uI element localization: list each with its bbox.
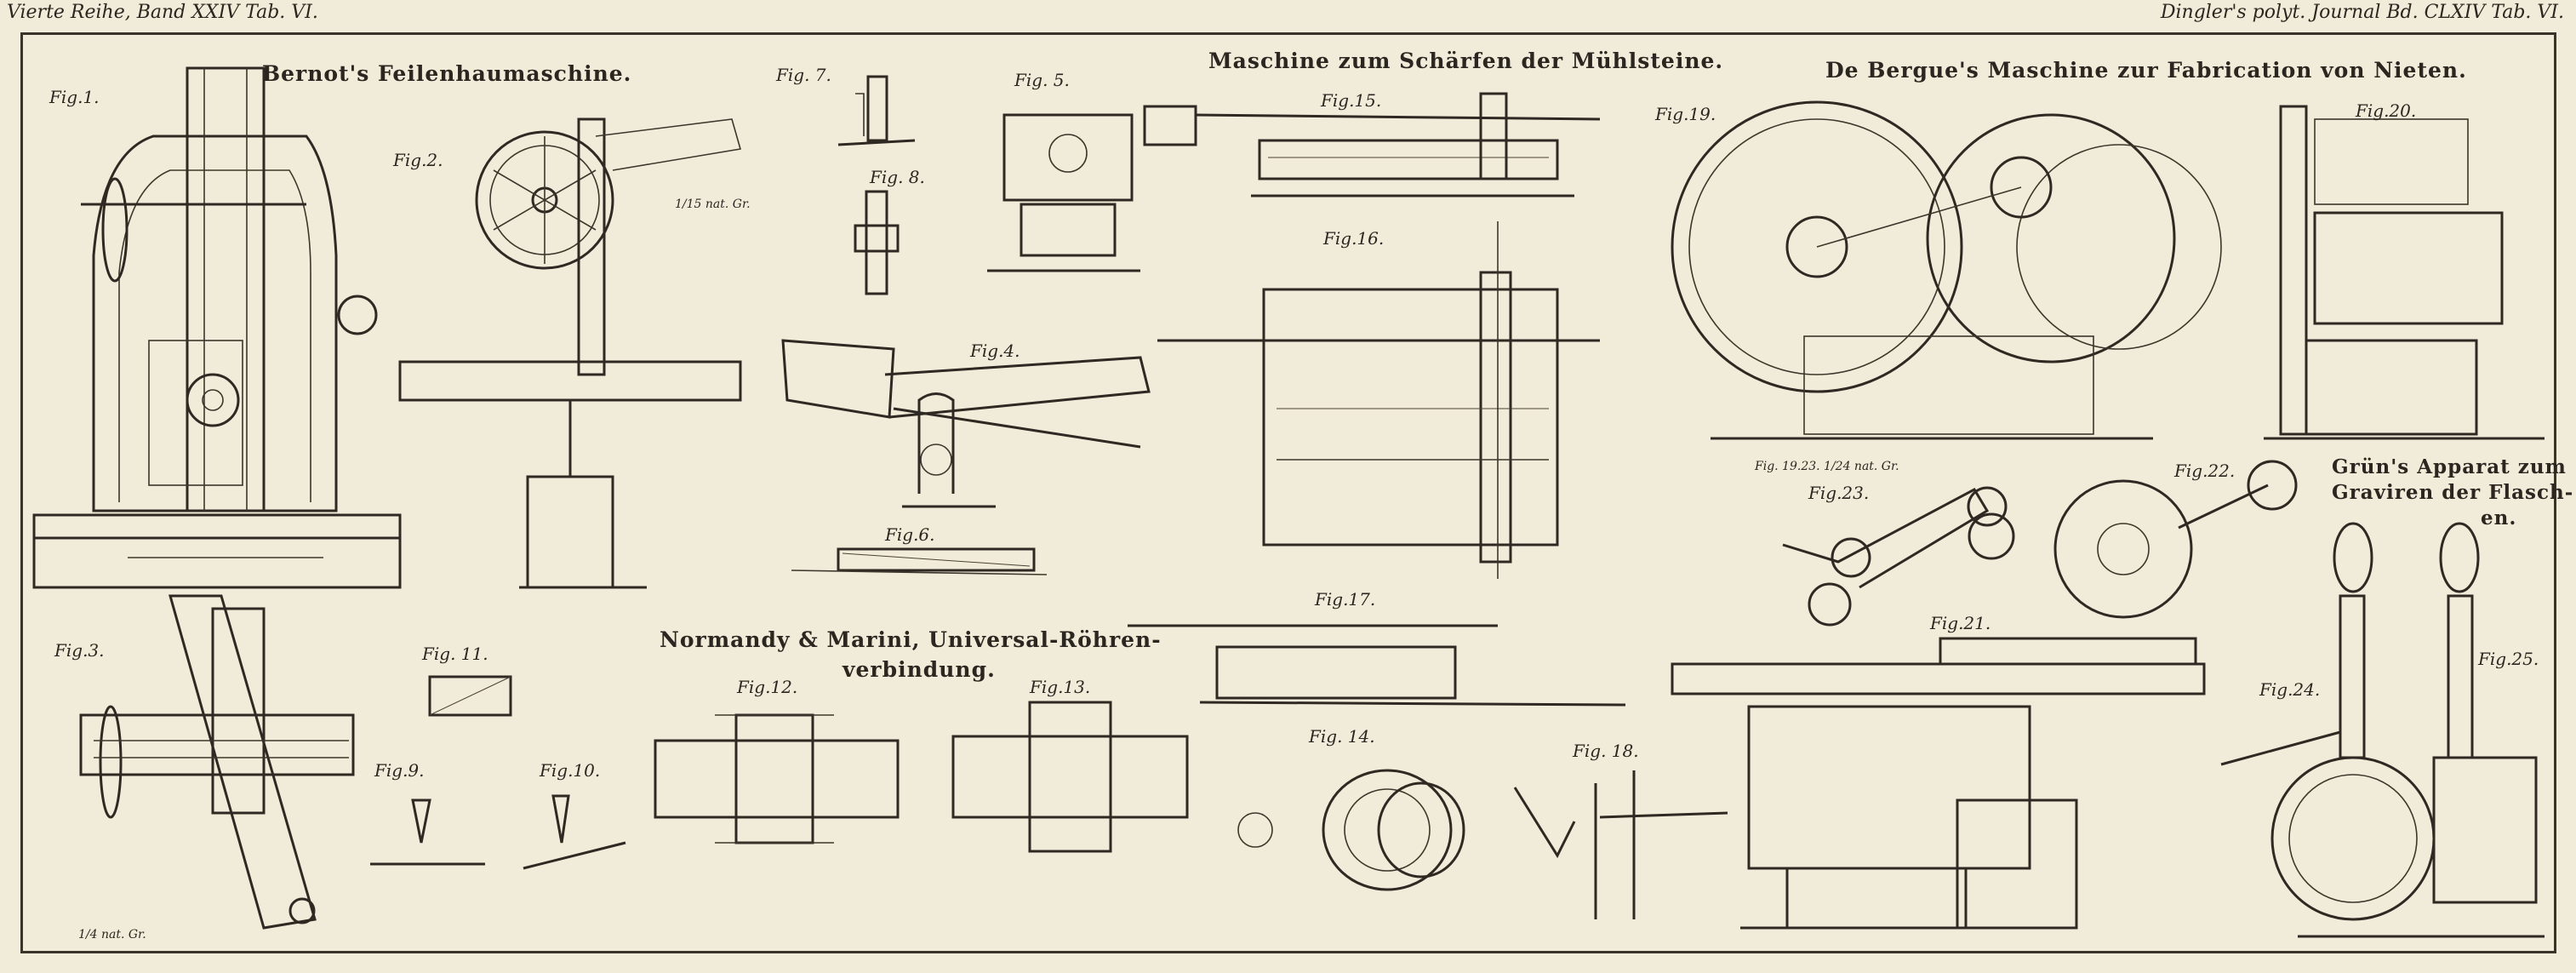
title-gruen-line3: en. — [2481, 507, 2517, 529]
fig2-drawing — [398, 117, 742, 589]
fig12-13-drawing — [654, 701, 1189, 853]
fig5-label: Fig. 5. — [1014, 70, 1070, 90]
fig14-label: Fig. 14. — [1309, 726, 1375, 747]
fig23-drawing — [1782, 486, 2015, 627]
title-gruen-line2: Graviren der Flasch- — [2332, 481, 2574, 504]
title-muehlsteine: Maschine zum Schärfen der Mühlsteine. — [1208, 49, 1724, 73]
fig5-drawing — [987, 113, 1140, 272]
fig12-label: Fig.12. — [737, 677, 798, 697]
fig4-drawing — [781, 339, 1151, 508]
fig14-drawing — [1237, 769, 1465, 891]
fig15-drawing — [1143, 92, 1601, 197]
fig7-8-drawing — [837, 75, 916, 295]
fig6-drawing — [791, 547, 1048, 575]
fig9-10-11-drawing — [370, 675, 626, 870]
fig24-25-drawing — [2220, 522, 2545, 938]
fig6-label: Fig.6. — [885, 524, 935, 545]
title-roehrenverbindung-line2: verbindung. — [842, 657, 996, 682]
fig24-label: Fig.24. — [2259, 679, 2321, 700]
title-feilenhaumaschine: Bernot's Feilenhaumaschine. — [262, 61, 632, 86]
fig21-drawing — [1671, 637, 2206, 930]
fig9-label: Fig.9. — [374, 760, 425, 781]
fig1-label: Fig.1. — [49, 87, 100, 107]
fig3-label: Fig.3. — [54, 640, 105, 661]
fig7-label: Fig. 7. — [776, 65, 831, 85]
fig19-drawing — [1671, 100, 2222, 440]
title-gruen-line1: Grün's Apparat zum — [2332, 455, 2567, 478]
fig8-label: Fig. 8. — [870, 167, 925, 187]
fig20-label: Fig.20. — [2356, 100, 2417, 121]
fig10-label: Fig.10. — [540, 760, 601, 781]
fig1-drawing — [32, 66, 402, 589]
fig15-label: Fig.15. — [1321, 90, 1382, 111]
fig4-label: Fig.4. — [970, 341, 1020, 361]
fig3-drawing — [79, 594, 355, 930]
title-roehrenverbindung-line1: Normandy & Marini, Universal-Röhren- — [660, 627, 1162, 652]
fig18-label: Fig. 18. — [1573, 741, 1639, 761]
fig17-drawing — [1128, 624, 1626, 707]
fig13-label: Fig.13. — [1030, 677, 1091, 697]
fig23-label: Fig.23. — [1808, 483, 1870, 503]
fig2-scale-note: 1/15 nat. Gr. — [675, 197, 751, 211]
fig20-drawing — [2264, 105, 2545, 440]
fig19-label: Fig.19. — [1655, 104, 1716, 124]
fig25-label: Fig.25. — [2478, 649, 2539, 669]
fig22-drawing — [2053, 460, 2298, 619]
fig16-label: Fig.16. — [1323, 228, 1385, 249]
fig17-label: Fig.17. — [1315, 589, 1376, 610]
fig2-label: Fig.2. — [393, 150, 443, 170]
fig3-scale-note: 1/4 nat. Gr. — [78, 928, 146, 942]
plate-header-left: Vierte Reihe, Band XXIV Tab. VI. — [7, 2, 318, 23]
fig21-label: Fig.21. — [1930, 613, 1991, 633]
fig19-scale-note: Fig. 19.23. 1/24 nat. Gr. — [1755, 460, 1899, 473]
plate-frame — [20, 32, 2556, 953]
title-nieten: De Bergue's Maschine zur Fabrication von… — [1825, 58, 2467, 83]
fig11-label: Fig. 11. — [422, 644, 488, 664]
fig16-drawing — [1157, 221, 1600, 579]
fig18-drawing — [1513, 770, 1728, 919]
plate-header-right: Dingler's polyt. Journal Bd. CLXIV Tab. … — [2160, 2, 2564, 23]
fig22-label: Fig.22. — [2174, 461, 2236, 481]
